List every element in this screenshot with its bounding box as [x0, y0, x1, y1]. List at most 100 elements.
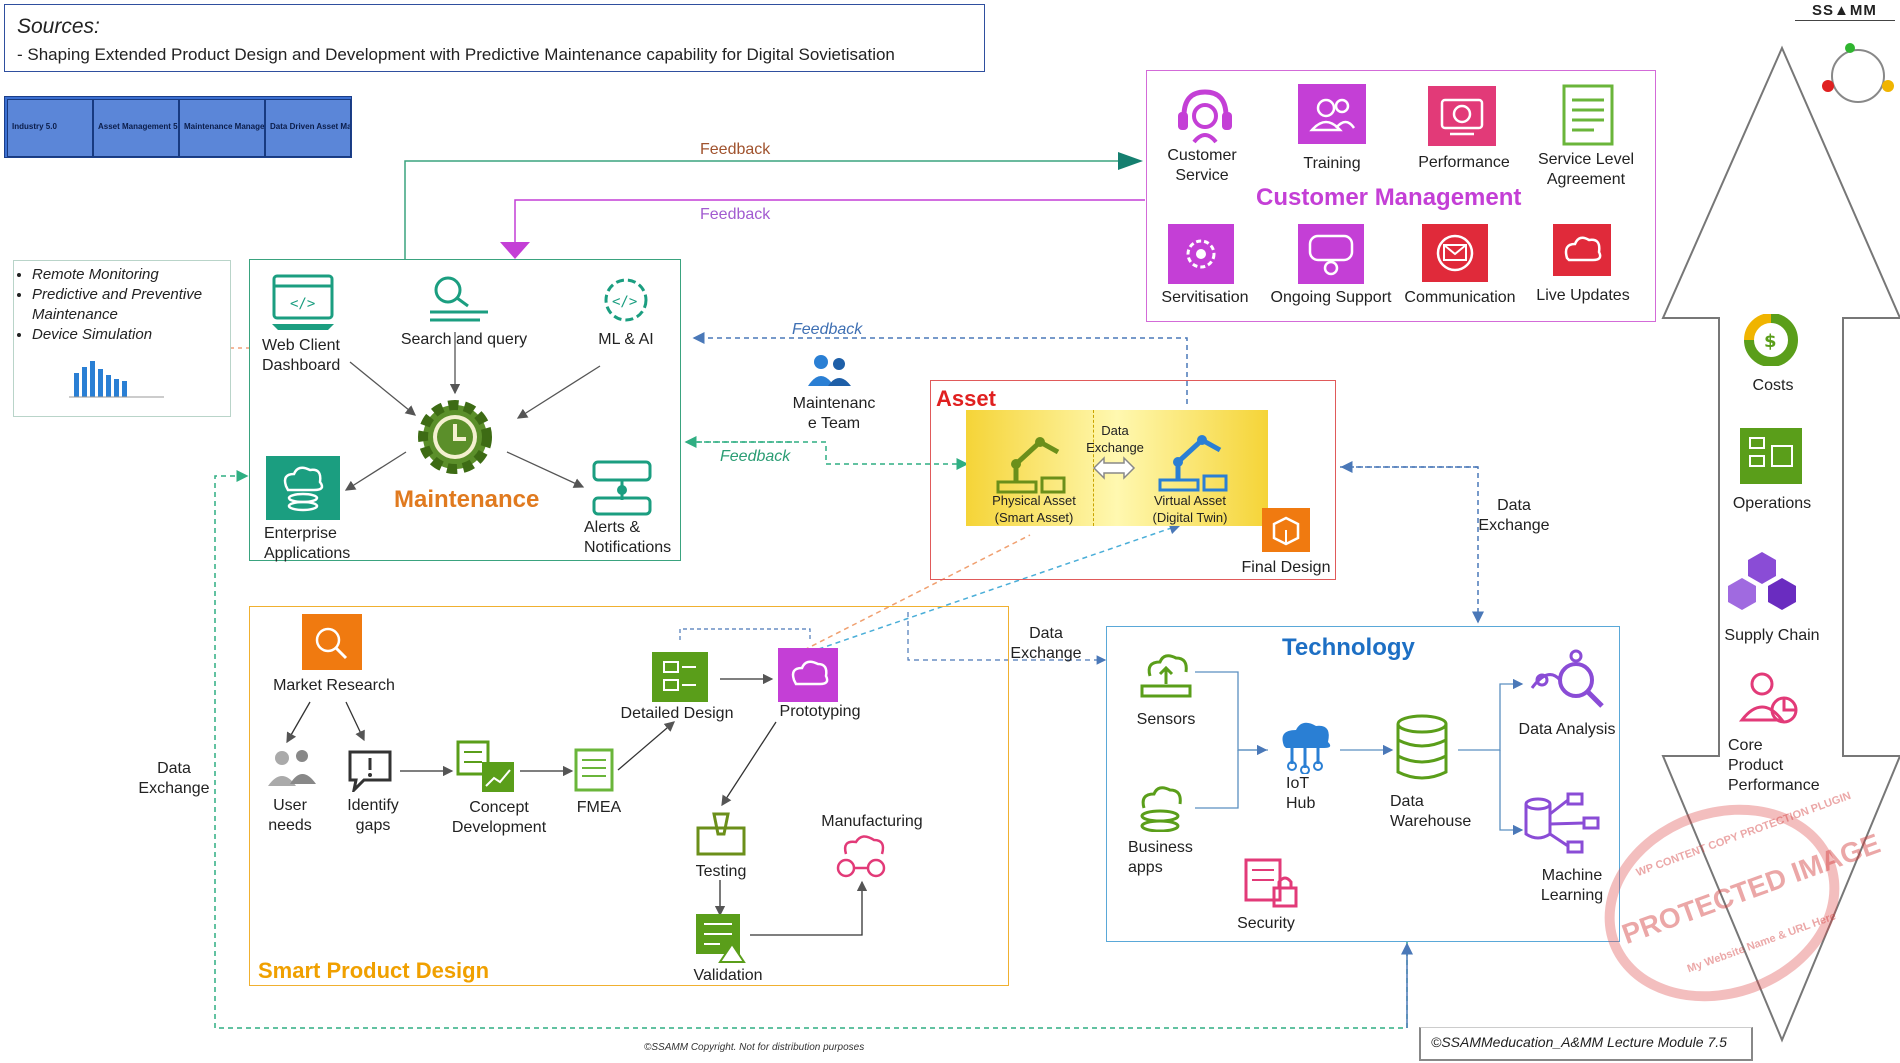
technology-title: Technology: [1282, 634, 1415, 661]
maintenance-box: [249, 259, 681, 561]
validation-icon: [696, 914, 746, 963]
thumbnail-2[interactable]: Asset Management 5.0: [93, 99, 179, 157]
costs-icon: $: [1744, 314, 1798, 366]
sources-box: Sources: - Shaping Extended Product Desi…: [4, 4, 985, 72]
digital-twin-icon: [1158, 435, 1228, 492]
physical-asset-label: Physical Asset(Smart Asset): [992, 493, 1076, 525]
bullet-item: Remote Monitoring: [32, 265, 230, 285]
feedback-blue-label: Feedback: [792, 321, 863, 338]
fmea-icon: [574, 748, 614, 792]
maintenance-gear-icon: [418, 400, 492, 474]
iot-hub-icon: [1282, 722, 1331, 774]
thumbnail-4[interactable]: Data Driven Asset Management: [265, 99, 351, 157]
gear-cycle-icon: [1168, 224, 1234, 284]
sources-item: - Shaping Extended Product Design and De…: [17, 45, 895, 64]
data-analysis-label: Data Analysis: [1518, 721, 1616, 738]
smart-product-design-box: [249, 606, 1009, 986]
fmea-label: FMEA: [576, 799, 622, 816]
supply-chain-icon: [1728, 552, 1796, 610]
operations-icon: [1740, 428, 1802, 484]
copyright-text: ©SSAMM Copyright. Not for distribution p…: [644, 1042, 865, 1053]
svg-text:</>: </>: [612, 294, 637, 310]
smart-product-design-title: Smart Product Design: [258, 958, 490, 983]
manufacturing-label: Manufacturing: [821, 813, 923, 830]
training-label: Training: [1303, 155, 1361, 172]
testing-icon: [696, 812, 746, 856]
ongoing-support-label: Ongoing Support: [1270, 289, 1392, 306]
customer-management-box: [1146, 70, 1656, 322]
enterprise-apps-icon: [266, 456, 340, 520]
testing-label: Testing: [695, 863, 747, 880]
web-dashboard-icon: </>: [272, 274, 334, 330]
detailed-design-label: Detailed Design: [620, 705, 734, 722]
ml-ai-label: ML & AI: [598, 331, 654, 348]
mini-chart-icon: [69, 361, 164, 398]
user-needs-icon: [268, 750, 316, 786]
feedback-top-label: Feedback: [700, 141, 771, 158]
concept-development-icon: [456, 740, 514, 792]
identify-gaps-icon: [348, 750, 392, 792]
machine-learning-icon: [1524, 792, 1600, 854]
training-icon: [1298, 84, 1366, 144]
search-query-icon: [430, 276, 488, 322]
virtual-asset-label: Virtual Asset(Digital Twin): [1152, 493, 1228, 525]
ssamm-badge-icon: [1822, 43, 1894, 103]
ml-ai-icon: </>: [604, 278, 648, 322]
svg-text:$: $: [1764, 331, 1777, 352]
double-arrow-icon: [1092, 456, 1136, 480]
asset-box: [930, 380, 1336, 580]
alerts-icon: [592, 460, 652, 516]
logo-underline: [1795, 20, 1895, 21]
market-research-icon: [302, 614, 362, 670]
thumbnail-3[interactable]: Maintenance Management 5.0: [179, 99, 265, 157]
team-icon: [808, 355, 851, 386]
prototyping-icon: [778, 648, 838, 702]
robot-arm-icon: [996, 437, 1066, 494]
security-icon: [1244, 858, 1298, 908]
detailed-design-icon: [652, 652, 708, 702]
operations-label: Operations: [1732, 495, 1812, 512]
live-updates-label: Live Updates: [1536, 287, 1630, 304]
ssamm-logo: SS▲MM: [1812, 2, 1877, 19]
feedback-purple-label: Feedback: [700, 206, 771, 223]
customer-management-title: Customer Management: [1256, 184, 1522, 211]
thumbnail-strip: Industry 5.0 Asset Management 5.0 Mainte…: [4, 96, 352, 158]
sources-heading: Sources:: [17, 15, 100, 38]
monitoring-box: Remote Monitoring Predictive and Prevent…: [13, 260, 231, 417]
alerts-label: Alerts &Notifications: [584, 519, 672, 556]
asset-title: Asset: [936, 386, 996, 411]
thumbnail-1[interactable]: Industry 5.0: [7, 99, 93, 157]
performance-icon: [1428, 86, 1496, 146]
feedback-green-label: Feedback: [720, 448, 791, 465]
headset-icon: [1178, 89, 1232, 144]
security-label: Security: [1237, 915, 1295, 932]
data-analysis-icon: [1530, 649, 1604, 708]
costs-label: Costs: [1752, 377, 1794, 394]
svg-text:</>: </>: [290, 296, 315, 312]
business-apps-icon: [1140, 786, 1182, 832]
data-warehouse-icon: [1396, 714, 1448, 780]
supply-chain-label: Supply Chain: [1724, 627, 1820, 644]
sensors-label: Sensors: [1136, 711, 1196, 728]
chat-icon: [1298, 224, 1364, 284]
bullet-item: Device Simulation: [32, 325, 230, 345]
market-research-label: Market Research: [273, 677, 395, 694]
core-performance-icon: [1738, 672, 1798, 724]
search-query-label: Search and query: [400, 331, 528, 348]
communication-label: Communication: [1404, 289, 1516, 306]
